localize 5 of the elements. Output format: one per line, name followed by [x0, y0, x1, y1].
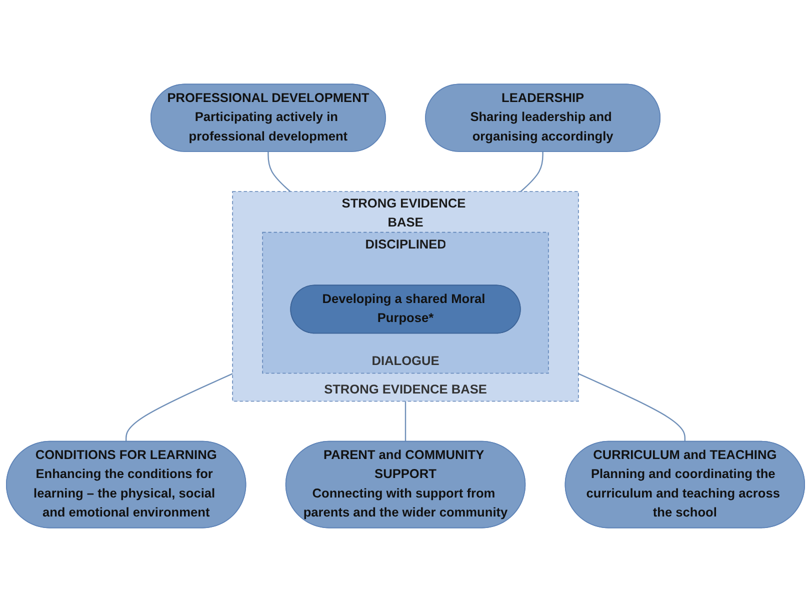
connector [126, 373, 233, 442]
connector [520, 151, 544, 192]
connector [578, 373, 686, 442]
connector [404, 401, 406, 442]
connector [268, 151, 291, 192]
